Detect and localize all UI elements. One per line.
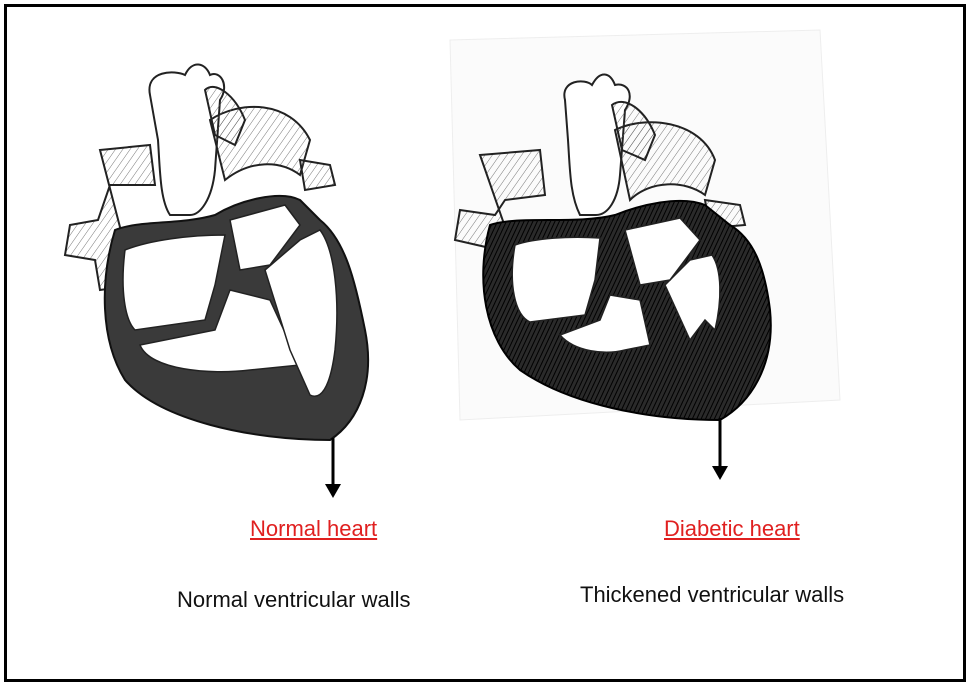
normal-heart-caption: Normal ventricular walls [177, 587, 411, 613]
right-veins [300, 160, 335, 190]
diabetic-heart-drawing [450, 30, 840, 480]
normal-heart-drawing [65, 64, 368, 498]
diabetic-heart-arrow-head [712, 466, 728, 480]
normal-heart-arrow-head [325, 484, 341, 498]
diabetic-right-atrium [512, 237, 600, 322]
diabetic-heart-title: Diabetic heart [664, 516, 800, 542]
normal-heart-title: Normal heart [250, 516, 377, 542]
diabetic-heart-caption: Thickened ventricular walls [580, 582, 844, 608]
